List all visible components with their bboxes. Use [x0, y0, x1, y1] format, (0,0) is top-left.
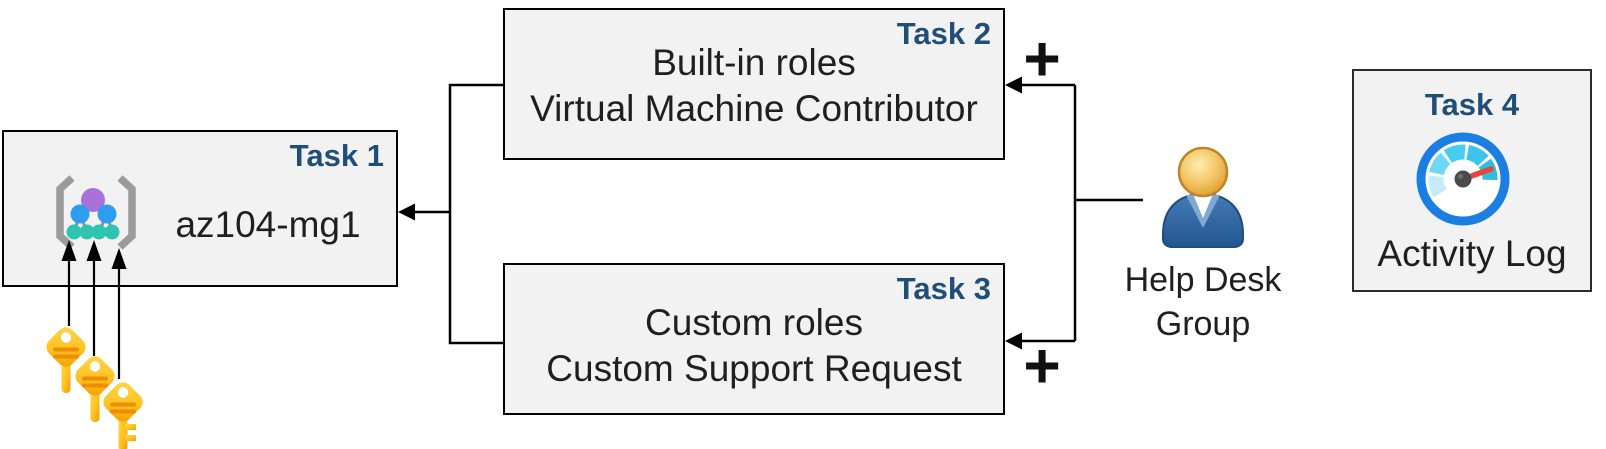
key-icon	[46, 327, 86, 393]
task3-line1: Custom roles	[645, 302, 863, 343]
key-icon	[75, 356, 115, 422]
task1-box: Task 1 az104-mg1	[2, 130, 398, 287]
task4-box: Task 4 Activity Log	[1352, 69, 1592, 292]
task2-box: Task 2 Built-in roles Virtual Machine Co…	[503, 8, 1005, 160]
task2-text: Built-in roles Virtual Machine Contribut…	[505, 10, 1003, 158]
task4-label: Task 4	[1424, 87, 1520, 122]
task3-line2: Custom Support Request	[546, 348, 962, 389]
plus-icon-task3: +	[1023, 329, 1061, 402]
task3-text: Custom roles Custom Support Request	[505, 265, 1003, 413]
arrowhead-to-task2	[1005, 76, 1022, 94]
person-icon	[1162, 146, 1244, 248]
task1-label: Task 1	[289, 138, 384, 173]
plus-icon-task2: +	[1023, 22, 1061, 95]
task3-box: Task 3 Custom roles Custom Support Reque…	[503, 263, 1005, 415]
arrowhead-to-task3	[1005, 332, 1022, 350]
task2-line1: Built-in roles	[652, 42, 856, 83]
actor-label-line1: Help Desk	[1124, 261, 1282, 299]
task1-management-group-name: az104-mg1	[175, 204, 361, 245]
task2-label: Task 2	[896, 16, 991, 51]
key-icon	[103, 382, 143, 449]
actor-label-line2: Group	[1155, 305, 1251, 343]
task3-label: Task 3	[896, 271, 991, 306]
task4-caption: Activity Log	[1377, 233, 1567, 274]
arrowhead-to-task1	[398, 203, 415, 221]
task2-line2: Virtual Machine Contributor	[530, 88, 978, 129]
keys-icon-group	[46, 327, 143, 449]
actor-label: Help Desk Group	[1125, 258, 1282, 346]
